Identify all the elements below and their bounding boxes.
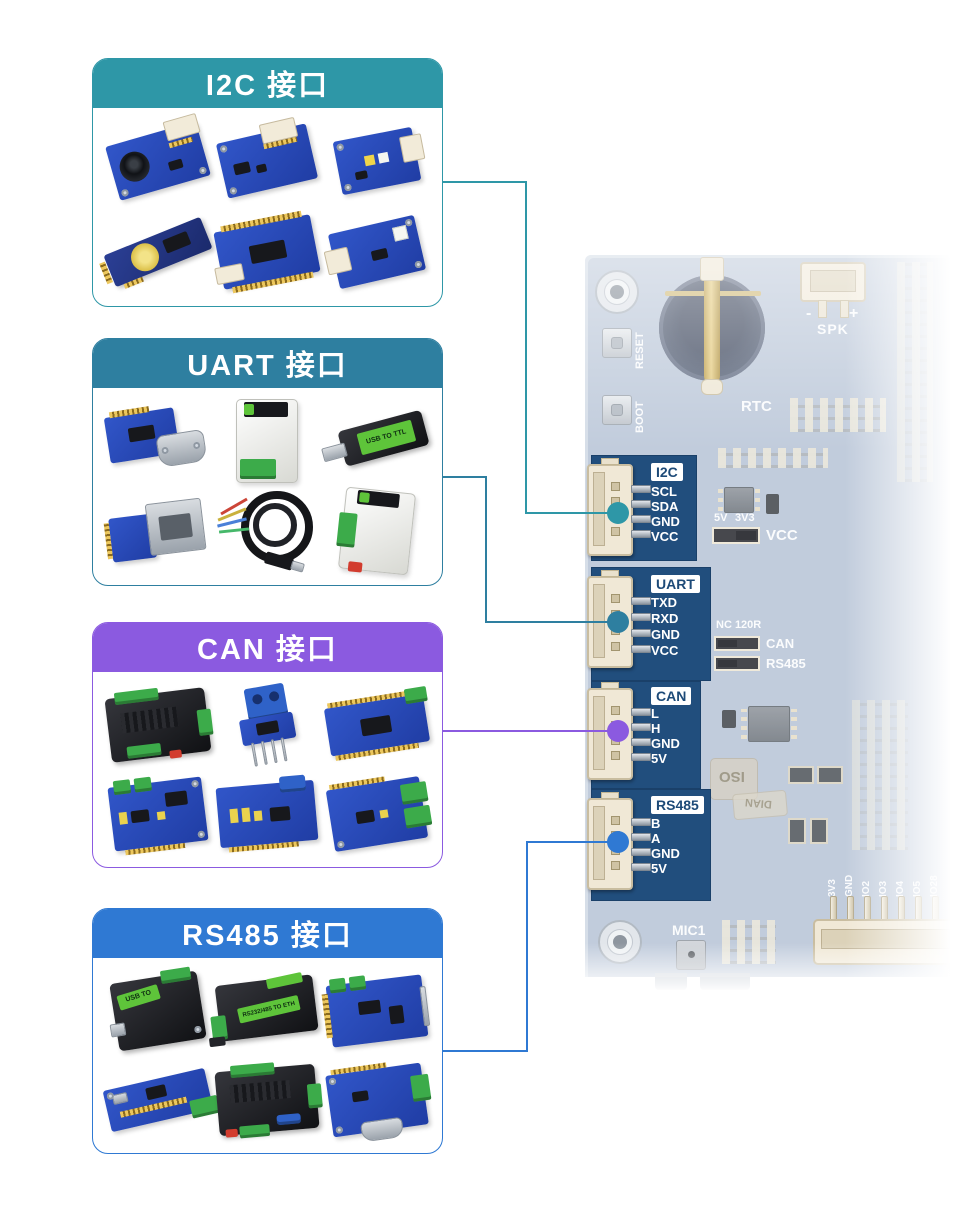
panel-uart-modules: USB TO TTL bbox=[93, 388, 442, 584]
panel-rs485-header: RS485 接口 bbox=[93, 909, 442, 958]
smd-cluster bbox=[718, 448, 828, 468]
i2c-pin-vcc: VCC bbox=[651, 529, 679, 544]
chip-legs bbox=[755, 489, 760, 511]
panel-can-header: CAN 接口 bbox=[93, 623, 442, 672]
rs485-pin-gnd: GND bbox=[651, 846, 680, 861]
can-pin-gnd: GND bbox=[651, 736, 680, 751]
panel-i2c-header: I2C 接口 bbox=[93, 59, 442, 108]
panel-can-title: CAN 接口 bbox=[197, 634, 338, 666]
transistor bbox=[766, 494, 779, 514]
reset-button bbox=[602, 328, 632, 358]
termination-can-label: CAN bbox=[766, 636, 795, 651]
panel-rs485: RS485 接口 USB TO RS232/485 TO ETH bbox=[92, 908, 443, 1154]
can-termination-jumper bbox=[714, 636, 760, 651]
uart-connector-label: UART bbox=[651, 575, 700, 593]
termination-title: NC 120R bbox=[716, 619, 762, 631]
soic-chip bbox=[724, 487, 754, 513]
rs485-termination-jumper bbox=[714, 656, 760, 671]
chip-legs bbox=[791, 709, 797, 739]
panel-uart-header: UART 接口 bbox=[93, 339, 442, 388]
panel-i2c: I2C 接口 bbox=[92, 58, 443, 307]
power-5v-label: 5V bbox=[714, 512, 728, 524]
power-resistor bbox=[817, 766, 843, 784]
uart-pin-vcc: VCC bbox=[651, 643, 679, 658]
power-3v3-label: 3V3 bbox=[735, 512, 755, 524]
rs485-pin-5v: 5V bbox=[651, 861, 667, 876]
i2c-connection-dot bbox=[607, 502, 629, 524]
uart-pin-rxd: RXD bbox=[651, 611, 679, 626]
power-resistor bbox=[788, 766, 814, 784]
power-select-jumper bbox=[712, 527, 760, 544]
chip-legs bbox=[718, 489, 723, 511]
mic-label: MIC1 bbox=[672, 922, 706, 938]
can-pin-l: L bbox=[651, 706, 659, 721]
transistor bbox=[722, 710, 736, 728]
panel-uart-title: UART 接口 bbox=[187, 350, 348, 382]
i2c-pin-gnd: GND bbox=[651, 514, 680, 529]
can-connector-label: CAN bbox=[651, 687, 692, 705]
can-pin-5v: 5V bbox=[651, 751, 667, 766]
can-pin-h: H bbox=[651, 721, 661, 736]
rs485-connector-label: RS485 bbox=[651, 796, 704, 814]
power-vcc-label: VCC bbox=[766, 527, 798, 544]
power-resistor bbox=[810, 818, 828, 844]
rs485-connection-dot bbox=[607, 831, 629, 853]
panel-rs485-title: RS485 接口 bbox=[182, 920, 353, 952]
soic-chip bbox=[748, 706, 790, 742]
can-connection-dot bbox=[607, 720, 629, 742]
spk-label: SPK bbox=[817, 321, 849, 337]
uart-connection-dot bbox=[607, 611, 629, 633]
rs485-pin-b: B bbox=[651, 816, 661, 831]
rtc-label: RTC bbox=[741, 398, 772, 415]
module-photo-uart-5 bbox=[217, 489, 314, 573]
module-photo-uart-2 bbox=[236, 399, 299, 483]
panel-can: CAN 接口 bbox=[92, 622, 443, 868]
panel-uart: UART 接口 USB TO TTL bbox=[92, 338, 443, 586]
uart-pin-txd: TXD bbox=[651, 595, 677, 610]
rs485-pin-a: A bbox=[651, 831, 661, 846]
power-resistor bbox=[788, 818, 806, 844]
panel-i2c-title: I2C 接口 bbox=[205, 70, 330, 102]
boot-button bbox=[602, 395, 632, 425]
spk-minus-label: - bbox=[806, 305, 812, 322]
i2c-pin-sda: SDA bbox=[651, 499, 679, 514]
termination-rs485-label: RS485 bbox=[766, 656, 806, 671]
i2c-pin-scl: SCL bbox=[651, 484, 677, 499]
i2c-connector-label: I2C bbox=[651, 463, 683, 481]
chip-legs bbox=[741, 709, 747, 739]
uart-pin-gnd: GND bbox=[651, 627, 680, 642]
